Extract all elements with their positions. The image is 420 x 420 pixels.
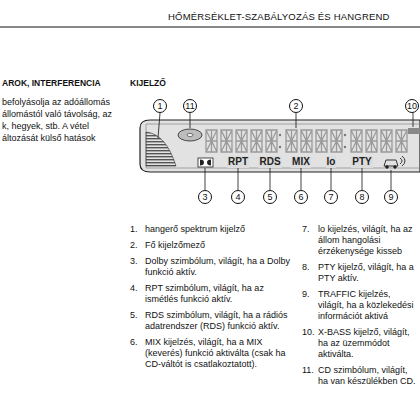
item-number: 10. (302, 327, 315, 338)
segment-digit (206, 130, 217, 152)
segment-digit (221, 130, 232, 152)
segment-digit (396, 130, 407, 152)
item-description: hangerő spektrum kijelző (145, 224, 293, 235)
callout-number: 3 (198, 190, 212, 204)
segment-colon (279, 134, 281, 136)
item-description: X-BASS kijelző, világít, ha az üzemmódot… (318, 327, 418, 360)
item-number: 7. (302, 224, 310, 235)
traffic-symbol (384, 156, 405, 168)
spectrum-meter (146, 132, 176, 166)
display-panel (140, 120, 420, 172)
callout-number: 10 (405, 99, 419, 113)
item-number: 5. (130, 310, 138, 321)
item-number: 2. (130, 240, 138, 251)
segment-colon (344, 146, 346, 148)
callout-number: 6 (294, 190, 308, 204)
item-number: 1. (130, 224, 138, 235)
segment-digit (366, 130, 377, 152)
display-symbol: MIX (291, 156, 311, 168)
callout-number: 5 (263, 190, 277, 204)
segment-digit (236, 130, 247, 152)
item-description: TRAFFIC kijelzés, világít, ha a közleked… (318, 289, 418, 322)
item-description: lo kijelzés, világít, ha az állom hangol… (318, 224, 418, 257)
callout-number: 1 (153, 99, 167, 113)
segment-digit (251, 130, 262, 152)
segment-digit (316, 130, 327, 152)
item-number: 9. (302, 289, 310, 300)
dolby-symbol (198, 158, 213, 167)
item-number: 4. (130, 283, 138, 294)
display-symbol: lo (326, 156, 337, 168)
segment-digit (286, 130, 297, 152)
cd-hole (187, 134, 193, 137)
callout-number: 4 (231, 190, 245, 204)
body-text-line: állomástól való távolság, az (2, 109, 112, 120)
item-description: PTY kijelző, világít, ha a PTY aktív. (318, 262, 418, 284)
display-symbol: RDS (258, 156, 281, 168)
segment-digits (206, 130, 407, 152)
item-number: 3. (130, 256, 138, 267)
header-rule (0, 27, 420, 28)
display-inner-frame (146, 124, 420, 168)
section-heading: KIJELZŐ (130, 78, 166, 88)
segment-digit (351, 130, 362, 152)
leader-lines (158, 113, 413, 190)
item-number: 8. (302, 262, 310, 273)
body-text-line: k, hegyek, stb. A vétel (2, 121, 89, 132)
callout-number: 11 (183, 99, 197, 113)
display-symbol: RPT (227, 156, 249, 168)
item-number: 6. (130, 337, 138, 348)
section-heading: AROK, INTERFERENCIA (2, 78, 101, 88)
segment-digit (331, 130, 342, 152)
x-bass-symbol (408, 128, 420, 134)
body-text-line: befolyásolja az adóállomás (2, 97, 110, 108)
item-description: Dolby szimbólum, világít, ha a Dolby fun… (145, 256, 293, 278)
item-description: CD szimbólum, világít, ha van készülékbe… (318, 365, 418, 387)
item-description: RDS szimbólum, világít, ha a rádiós adat… (145, 310, 293, 332)
display-symbol: PTY (351, 156, 372, 168)
segment-digit (266, 130, 277, 152)
callout-number: 2 (289, 99, 303, 113)
callout-number: 8 (355, 190, 369, 204)
page-header: HŐMÉRSÉKLET-SZABÁLYOZÁS ÉS HANGREND (168, 11, 390, 22)
item-description: RPT szimbólum, világít, ha az ismétlés f… (145, 283, 293, 305)
item-description: MIX kijelzés, világít, ha a MIX (keverés… (145, 337, 293, 370)
item-description: Fő kijelzőmező (145, 240, 293, 251)
segment-colon (279, 146, 281, 148)
cd-symbol (178, 129, 202, 141)
callout-number: 7 (324, 190, 338, 204)
segment-colon (344, 134, 346, 136)
callout-number: 9 (384, 190, 398, 204)
segment-digit (301, 130, 312, 152)
segment-digit (381, 130, 392, 152)
item-number: 11. (302, 365, 314, 376)
body-text-line: áltozását külső hatások (2, 133, 96, 144)
